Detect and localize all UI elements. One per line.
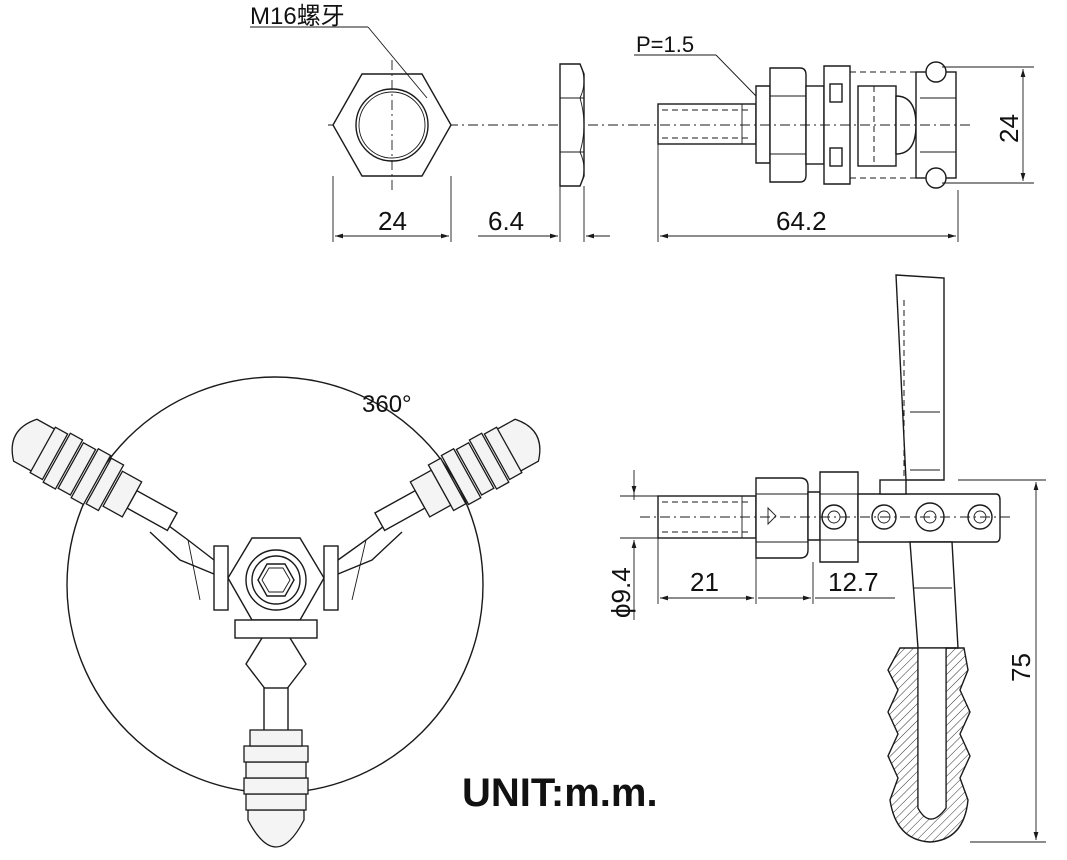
plunger-side-view-bottom xyxy=(640,274,1010,843)
dim-handle-length-value: 75 xyxy=(1006,653,1036,682)
dim-body-length: 12.7 xyxy=(758,562,895,604)
rotation-view: 360° xyxy=(11,376,541,848)
unit-label: UNIT:m.m. xyxy=(462,771,658,815)
dim-side-height-value: 24 xyxy=(994,114,1024,143)
thread-callout: M16螺牙 xyxy=(250,3,428,99)
dim-nut-thickness-value: 6.4 xyxy=(488,206,524,236)
dim-shaft-length: 21 xyxy=(657,538,757,604)
dim-handle-length: 75 xyxy=(958,479,1046,843)
dim-shaft-length-value: 21 xyxy=(690,567,719,597)
dim-body-length-value: 12.7 xyxy=(828,567,879,597)
thread-label: M16螺牙 xyxy=(250,3,345,30)
handle-left xyxy=(11,418,179,532)
dim-nut-width-value: 24 xyxy=(378,206,407,236)
hex-nut-front-view xyxy=(328,60,640,190)
handle-bottom xyxy=(243,687,309,848)
dim-nut-width: 24 xyxy=(332,176,452,242)
pitch-callout: P=1.5 xyxy=(634,32,757,97)
dim-shaft-diameter: ϕ9.4 xyxy=(606,470,658,620)
dim-shaft-diameter-value: ϕ9.4 xyxy=(606,567,636,618)
handle-right xyxy=(373,418,541,532)
dim-side-height: 24 xyxy=(942,66,1034,184)
dim-nut-thickness: 6.4 xyxy=(478,186,610,242)
rotation-label: 360° xyxy=(362,391,412,418)
hex-nut-side-view xyxy=(559,63,585,187)
pitch-label: P=1.5 xyxy=(636,32,694,57)
dim-overall-length-value: 64.2 xyxy=(776,206,827,236)
dim-overall-length: 64.2 xyxy=(657,144,959,242)
plunger-side-view-top xyxy=(640,61,970,189)
